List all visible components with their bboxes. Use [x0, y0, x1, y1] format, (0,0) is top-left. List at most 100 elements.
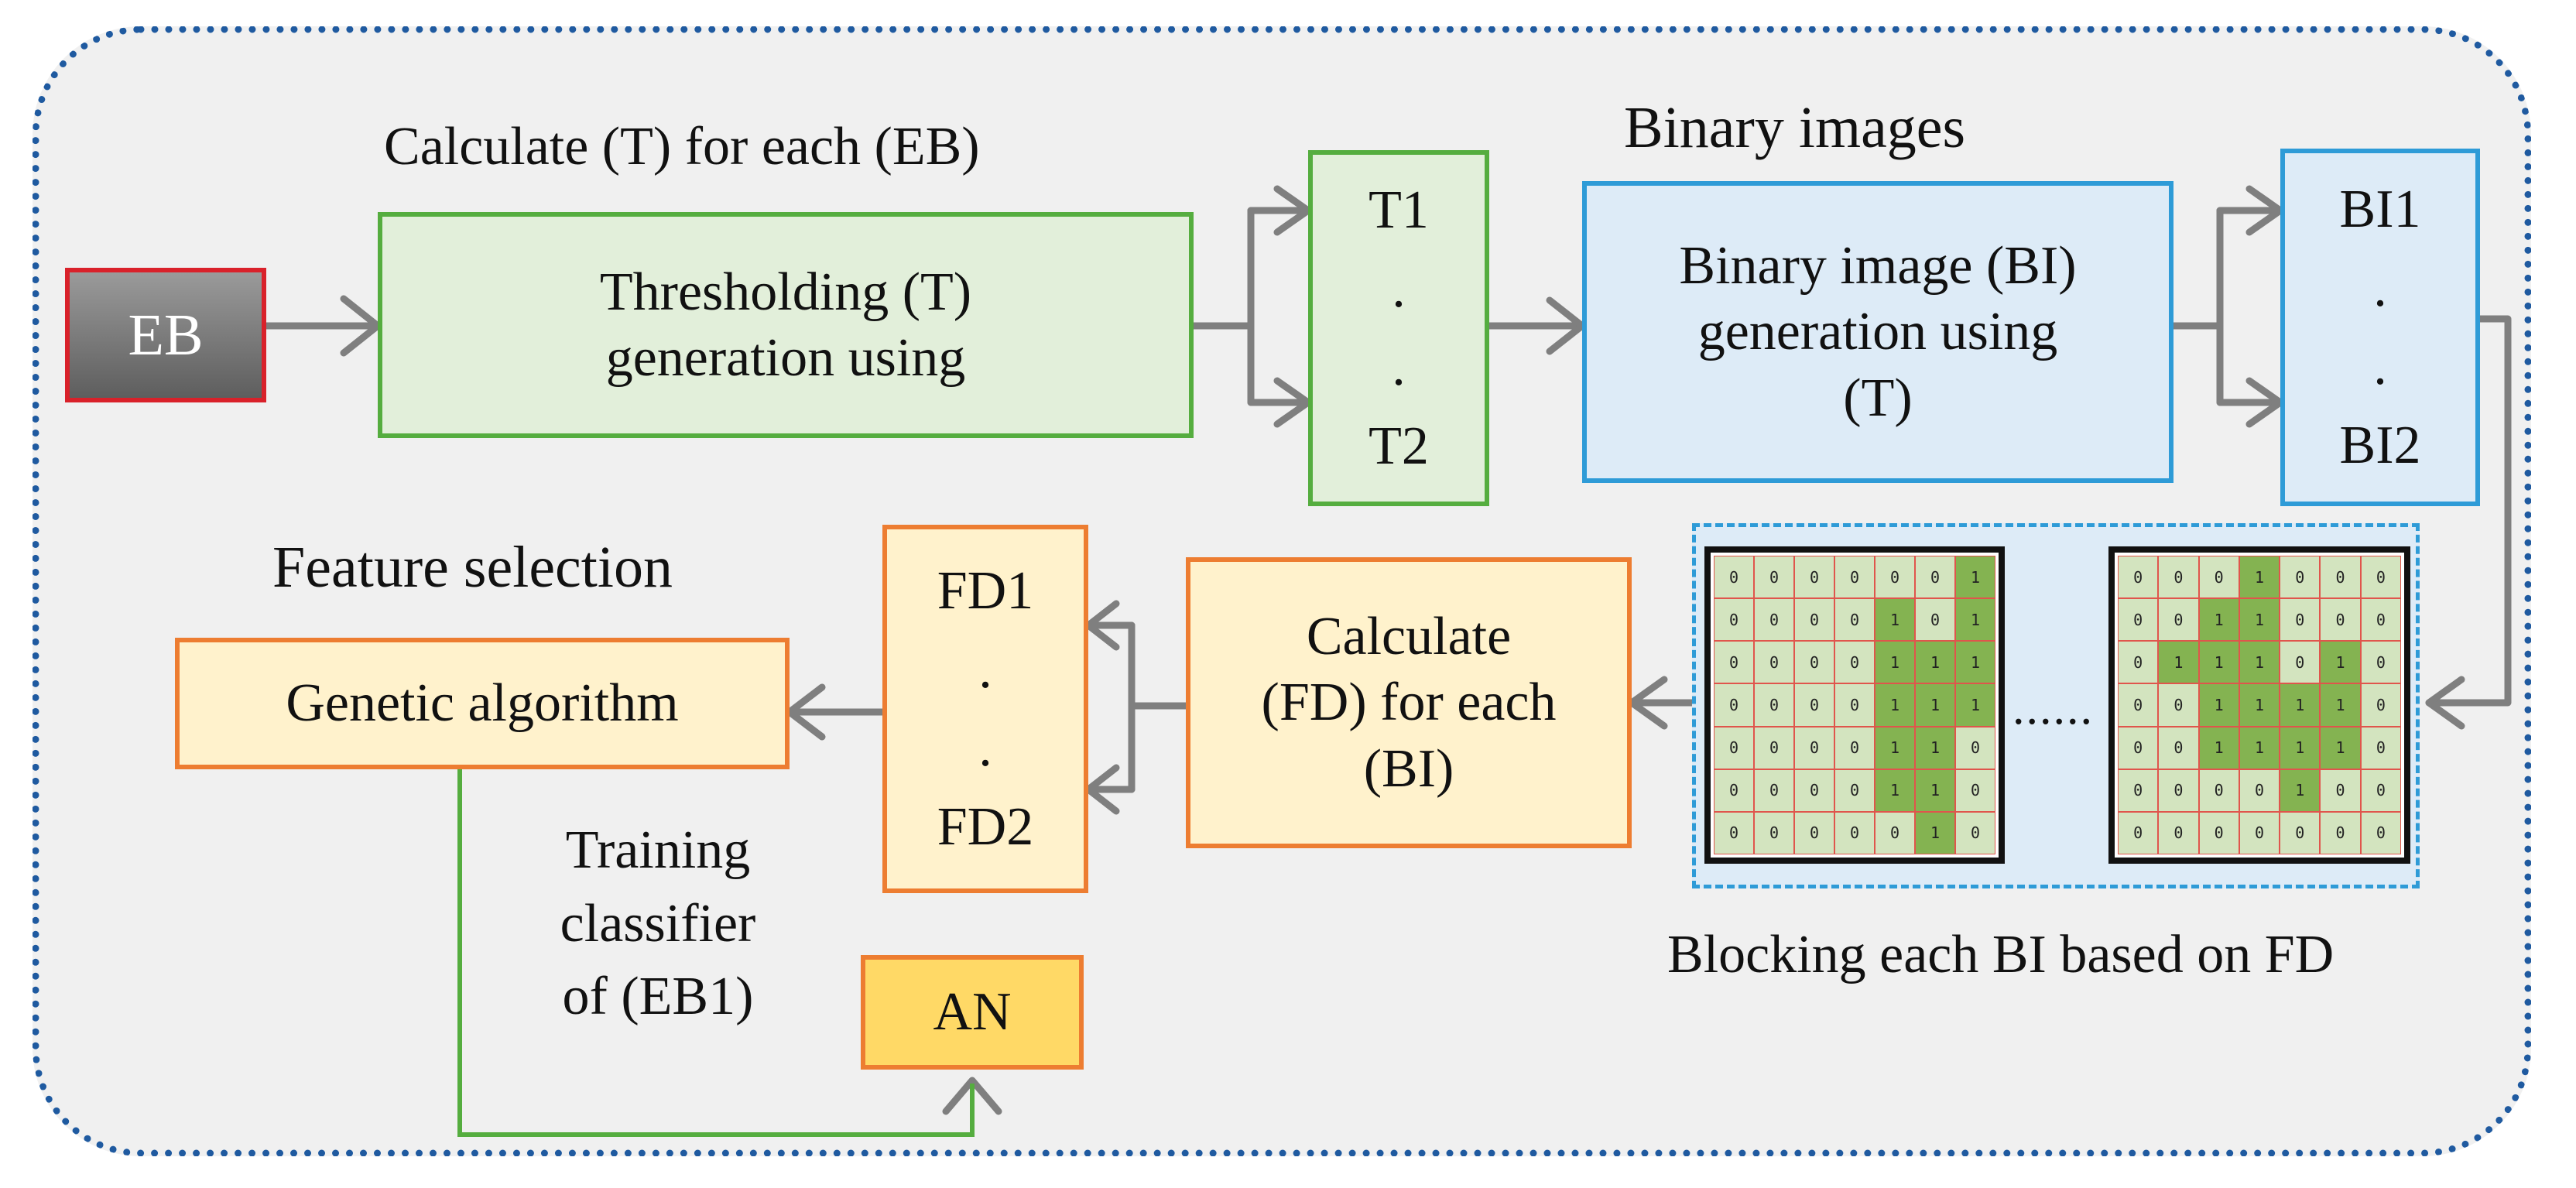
binary-gen-line-2: generation using [1697, 302, 2058, 362]
grid-cell: 0 [1754, 769, 1794, 812]
grid-cell: 0 [2198, 811, 2239, 854]
grid-cell: 0 [1834, 811, 1875, 854]
grid-cell: 0 [1794, 769, 1834, 812]
grid-cell: 0 [2158, 726, 2199, 769]
training-line [457, 769, 975, 1137]
grid-cell: 0 [1834, 556, 1875, 599]
grid-cell: 0 [1754, 683, 1794, 727]
grid-cell: 0 [1794, 598, 1834, 642]
grid-cell: 1 [1915, 683, 1955, 727]
grid-cell: 1 [2198, 598, 2239, 642]
label-blocking: Blocking each BI based on FD [1667, 925, 2334, 984]
grid-cell: 0 [2158, 683, 2199, 727]
grid-cell: 1 [2158, 641, 2199, 684]
bi-list-item: BI2 [2339, 415, 2421, 475]
grid-cell: 1 [2239, 598, 2280, 642]
grid-cell: 0 [2158, 769, 2199, 812]
label-training-line-2: classifier [560, 893, 756, 953]
grid-cell: 0 [1875, 811, 1915, 854]
grid-cell: 0 [2198, 769, 2239, 812]
grid-cell: 1 [1875, 641, 1915, 684]
grid-ellipsis: ...... [2012, 682, 2094, 734]
label-training: Training classifier of (EB1) [542, 814, 774, 1034]
grid-cell: 0 [1794, 556, 1834, 599]
grid-cell: 1 [2320, 726, 2361, 769]
grid-cell: 1 [1955, 683, 1995, 727]
thresholding-line-2: generation using [605, 328, 966, 388]
grid-cell: 0 [2360, 811, 2401, 854]
label-binary-images: Binary images [1624, 95, 1966, 160]
t-list-item: . [1392, 337, 1406, 397]
grid-cell: 1 [2280, 683, 2321, 727]
grid-cell: 0 [2118, 769, 2159, 812]
grid-cell: 0 [1834, 641, 1875, 684]
grid-cell: 0 [2239, 811, 2280, 854]
an-box: AN [861, 955, 1084, 1070]
fd-list-item: . [978, 639, 992, 700]
grid-cell: 1 [2198, 726, 2239, 769]
grid-cell: 0 [2280, 641, 2321, 684]
grid-cell: 0 [2280, 598, 2321, 642]
grid-cell: 1 [2239, 683, 2280, 727]
grid-cell: 0 [1955, 726, 1995, 769]
grid-cell: 1 [2239, 556, 2280, 599]
grid-cell: 1 [2280, 769, 2321, 812]
grid-cell: 1 [1955, 641, 1995, 684]
grid-cell: 0 [1754, 726, 1794, 769]
grid-cell: 0 [1794, 811, 1834, 854]
fd-list-item: FD1 [937, 561, 1034, 621]
calc-fd-line-3: (BI) [1363, 738, 1454, 799]
fd-list-box: FD1 . . FD2 [882, 525, 1088, 893]
t-list-box: T1 . . T2 [1308, 150, 1489, 506]
grid-cell: 0 [2198, 556, 2239, 599]
bi-list-item: . [2373, 337, 2387, 396]
grid-cell: 0 [2118, 726, 2159, 769]
bi-list-box: BI1 . . BI2 [2280, 149, 2480, 506]
grid-cell: 0 [2360, 556, 2401, 599]
grid-cell: 0 [2118, 811, 2159, 854]
grid-cell: 1 [1915, 726, 1955, 769]
fd-list-item: FD2 [937, 796, 1034, 857]
grid-cell: 1 [1955, 556, 1995, 599]
calc-fd-line-1: Calculate [1306, 606, 1512, 666]
grid-cell: 1 [2320, 641, 2361, 684]
grid-cell: 0 [2158, 556, 2199, 599]
grid-cell: 0 [1794, 683, 1834, 727]
grid-cell: 0 [1754, 556, 1794, 599]
an-label: AN [933, 982, 1012, 1042]
bi-list-item: . [2373, 258, 2387, 318]
grid-cell: 0 [2118, 683, 2159, 727]
grid-cell: 0 [2280, 811, 2321, 854]
grid-cell: 1 [2198, 683, 2239, 727]
grid-cell: 0 [1714, 683, 1754, 727]
grid-cell: 0 [1714, 598, 1754, 642]
grid-cell: 0 [2118, 598, 2159, 642]
grid-cell: 1 [1875, 683, 1915, 727]
grid-cell: 0 [1714, 556, 1754, 599]
grid-cell: 1 [1875, 769, 1915, 812]
grid-cell: 0 [2158, 598, 2199, 642]
grid-cell: 0 [2118, 641, 2159, 684]
grid-cell: 0 [1955, 811, 1995, 854]
eb-box: EB [65, 268, 266, 402]
grid-cell: 0 [2320, 598, 2361, 642]
grid-cell: 0 [2158, 811, 2199, 854]
t-list-item: T1 [1368, 180, 1429, 240]
grid-cell: 1 [1875, 598, 1915, 642]
label-calc-t: Calculate (T) for each (EB) [384, 117, 980, 176]
grid-cell: 1 [2320, 683, 2361, 727]
grid-cell: 1 [1915, 641, 1955, 684]
fd-list-item: . [978, 718, 992, 778]
grid-cell: 1 [1955, 598, 1995, 642]
grid-cell: 0 [2320, 811, 2361, 854]
grid-cell: 0 [1834, 683, 1875, 727]
genetic-box: Genetic algorithm [175, 638, 790, 769]
grid-cell: 0 [1754, 811, 1794, 854]
label-training-line-3: of (EB1) [562, 967, 754, 1026]
grid-cell: 0 [1915, 598, 1955, 642]
grid-cell: 0 [1834, 769, 1875, 812]
grid-cell: 0 [2118, 556, 2159, 599]
bi-list-item: BI1 [2339, 180, 2421, 239]
